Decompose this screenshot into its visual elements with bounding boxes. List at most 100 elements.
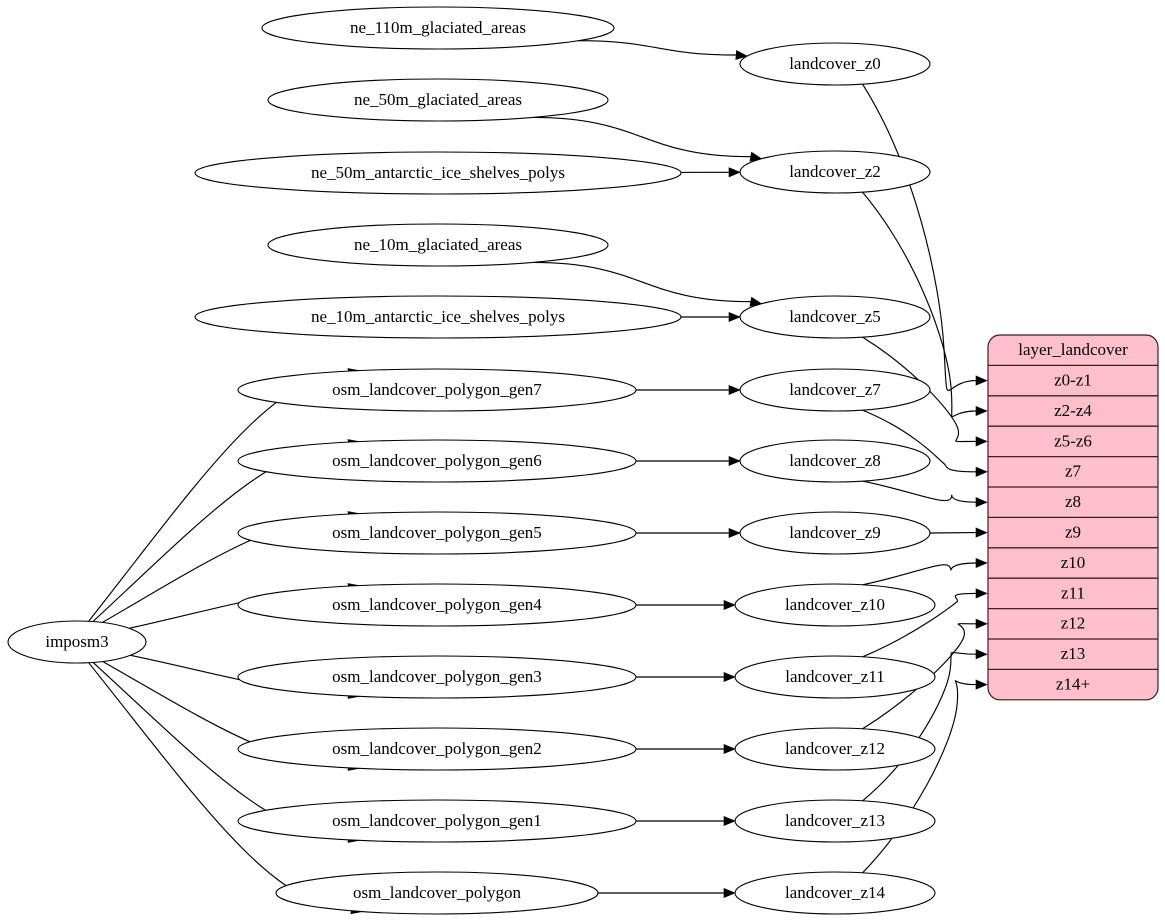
node-ne_50m_glaciated_areas[interactable]: ne_50m_glaciated_areas bbox=[267, 78, 609, 122]
node-landcover_z5[interactable]: landcover_z5 bbox=[739, 295, 931, 339]
edge-landcover_z2-to-table-row-1 bbox=[862, 191, 977, 418]
node-landcover_z2-shape bbox=[739, 150, 931, 194]
node-osm_landcover_polygon_gen7-shape bbox=[237, 368, 637, 412]
node-landcover_z0-shape bbox=[739, 42, 931, 86]
arrow-head bbox=[975, 649, 988, 660]
layer-table-row-z12[interactable]: z12 bbox=[1061, 614, 1086, 633]
edge-ne_10m_glaciated_areas-to-landcover_z5 bbox=[533, 261, 751, 303]
node-ne_10m_antarctic_ice_shelves_polys[interactable]: ne_10m_antarctic_ice_shelves_polys bbox=[194, 295, 682, 339]
node-ne_110m_glaciated_areas[interactable]: ne_110m_glaciated_areas bbox=[261, 6, 615, 50]
node-landcover_z14[interactable]: landcover_z14 bbox=[734, 871, 936, 915]
node-landcover_z5-shape bbox=[739, 295, 931, 339]
layer-table-row-z9[interactable]: z9 bbox=[1065, 523, 1081, 542]
arrow-head bbox=[723, 671, 736, 683]
node-landcover_z2[interactable]: landcover_z2 bbox=[739, 150, 931, 194]
node-landcover_z7-label: landcover_z7 bbox=[789, 380, 881, 399]
node-osm_landcover_polygon_gen6[interactable]: osm_landcover_polygon_gen6 bbox=[237, 439, 637, 483]
node-ne_10m_antarctic_ice_shelves_polys-shape bbox=[194, 295, 682, 339]
edge-landcover_z11-to-table-row-7 bbox=[862, 592, 977, 658]
node-landcover_z7[interactable]: landcover_z7 bbox=[739, 368, 931, 412]
edge-imposm3-to-osm_landcover_polygon bbox=[88, 662, 352, 910]
edge-landcover_z10-to-table-row-6 bbox=[862, 562, 977, 586]
edge-imposm3-to-osm_landcover_polygon_gen7 bbox=[88, 372, 349, 622]
arrow-head bbox=[723, 743, 736, 755]
node-osm_landcover_polygon_gen3[interactable]: osm_landcover_polygon_gen3 bbox=[237, 655, 637, 699]
node-osm_landcover_polygon_gen7[interactable]: osm_landcover_polygon_gen7 bbox=[237, 368, 637, 412]
node-landcover_z7-shape bbox=[739, 368, 931, 412]
node-ne_10m_glaciated_areas-shape bbox=[267, 223, 609, 267]
node-ne_110m_glaciated_areas-label: ne_110m_glaciated_areas bbox=[350, 18, 526, 37]
layer-table-row-z10[interactable]: z10 bbox=[1061, 553, 1086, 572]
node-ne_50m_antarctic_ice_shelves_polys-shape bbox=[194, 151, 682, 195]
node-landcover_z0[interactable]: landcover_z0 bbox=[739, 42, 931, 86]
node-osm_landcover_polygon_gen6-label: osm_landcover_polygon_gen6 bbox=[332, 451, 542, 470]
node-ne_10m_antarctic_ice_shelves_polys-label: ne_10m_antarctic_ice_shelves_polys bbox=[311, 307, 565, 326]
node-osm_landcover_polygon[interactable]: osm_landcover_polygon bbox=[275, 871, 599, 915]
node-osm_landcover_polygon_gen4[interactable]: osm_landcover_polygon_gen4 bbox=[237, 583, 637, 627]
layer-table-row-z14-[interactable]: z14+ bbox=[1056, 675, 1090, 694]
arrow-head bbox=[728, 167, 741, 178]
node-landcover_z10-shape bbox=[734, 583, 936, 627]
layer-table-row-z13[interactable]: z13 bbox=[1061, 644, 1086, 663]
node-landcover_z12-shape bbox=[734, 727, 936, 771]
node-landcover_z12[interactable]: landcover_z12 bbox=[734, 727, 936, 771]
layer-table-row-z11[interactable]: z11 bbox=[1061, 583, 1085, 602]
layer-table-row-z0-z1[interactable]: z0-z1 bbox=[1054, 371, 1092, 390]
arrow-head bbox=[723, 887, 736, 899]
node-imposm3[interactable]: imposm3 bbox=[7, 620, 147, 664]
layer-landcover-table[interactable]: layer_landcoverz0-z1z2-z4z5-z6z7z8z9z10z… bbox=[987, 334, 1159, 701]
node-landcover_z8[interactable]: landcover_z8 bbox=[739, 439, 931, 483]
arrow-head bbox=[975, 405, 988, 417]
node-osm_landcover_polygon_gen5[interactable]: osm_landcover_polygon_gen5 bbox=[237, 511, 637, 555]
node-landcover_z13[interactable]: landcover_z13 bbox=[734, 799, 936, 843]
edge-landcover_z5-to-table-row-2 bbox=[862, 336, 977, 443]
layer-table-row-z8[interactable]: z8 bbox=[1065, 492, 1081, 511]
node-landcover_z11[interactable]: landcover_z11 bbox=[734, 655, 936, 699]
edge-landcover_z14-to-table-row-10 bbox=[862, 680, 977, 874]
arrow-head bbox=[975, 375, 988, 386]
node-landcover_z13-shape bbox=[734, 799, 936, 843]
node-ne_50m_antarctic_ice_shelves_polys[interactable]: ne_50m_antarctic_ice_shelves_polys bbox=[194, 151, 682, 195]
node-ne_10m_glaciated_areas[interactable]: ne_10m_glaciated_areas bbox=[267, 223, 609, 267]
node-ne_50m_antarctic_ice_shelves_polys-label: ne_50m_antarctic_ice_shelves_polys bbox=[311, 163, 565, 182]
node-ne_10m_glaciated_areas-label: ne_10m_glaciated_areas bbox=[354, 235, 522, 254]
node-imposm3-shape bbox=[7, 620, 147, 664]
layer-table-row-z2-z4[interactable]: z2-z4 bbox=[1054, 401, 1092, 420]
node-osm_landcover_polygon_gen5-label: osm_landcover_polygon_gen5 bbox=[332, 523, 542, 542]
arrow-head bbox=[723, 599, 736, 611]
arrow-head bbox=[728, 455, 741, 467]
node-osm_landcover_polygon-shape bbox=[275, 871, 599, 915]
arrow-head bbox=[728, 311, 741, 323]
edge-ne_110m_glaciated_areas-to-landcover_z0 bbox=[578, 40, 737, 56]
node-landcover_z8-label: landcover_z8 bbox=[789, 451, 881, 470]
arrow-head bbox=[735, 49, 748, 61]
node-osm_landcover_polygon_gen1-shape bbox=[237, 799, 637, 843]
node-landcover_z9[interactable]: landcover_z9 bbox=[739, 511, 931, 555]
edge-landcover_z12-to-table-row-8 bbox=[862, 623, 977, 730]
arrow-head bbox=[975, 588, 988, 599]
arrow-head bbox=[975, 557, 988, 569]
arrow-head bbox=[728, 384, 741, 396]
node-landcover_z0-label: landcover_z0 bbox=[789, 54, 881, 73]
node-landcover_z12-label: landcover_z12 bbox=[785, 739, 885, 758]
node-ne_110m_glaciated_areas-shape bbox=[261, 6, 615, 50]
arrow-head bbox=[723, 815, 736, 827]
node-osm_landcover_polygon_gen2[interactable]: osm_landcover_polygon_gen2 bbox=[237, 727, 637, 771]
node-osm_landcover_polygon_gen3-shape bbox=[237, 655, 637, 699]
layer-table-row-z5-z6[interactable]: z5-z6 bbox=[1054, 431, 1092, 450]
node-osm_landcover_polygon_gen1[interactable]: osm_landcover_polygon_gen1 bbox=[237, 799, 637, 843]
layer-table-row-z7[interactable]: z7 bbox=[1065, 462, 1082, 481]
node-ne_50m_glaciated_areas-label: ne_50m_glaciated_areas bbox=[354, 90, 522, 109]
edge-landcover_z8-to-table-row-4 bbox=[862, 480, 977, 503]
node-landcover_z11-label: landcover_z11 bbox=[785, 667, 884, 686]
arrow-head bbox=[975, 527, 988, 538]
node-landcover_z11-shape bbox=[734, 655, 936, 699]
node-landcover_z14-shape bbox=[734, 871, 936, 915]
node-osm_landcover_polygon_gen2-shape bbox=[237, 727, 637, 771]
arrow-head bbox=[975, 436, 988, 447]
node-landcover_z9-label: landcover_z9 bbox=[789, 523, 881, 542]
node-osm_landcover_polygon_gen2-label: osm_landcover_polygon_gen2 bbox=[332, 739, 542, 758]
node-landcover_z10[interactable]: landcover_z10 bbox=[734, 583, 936, 627]
